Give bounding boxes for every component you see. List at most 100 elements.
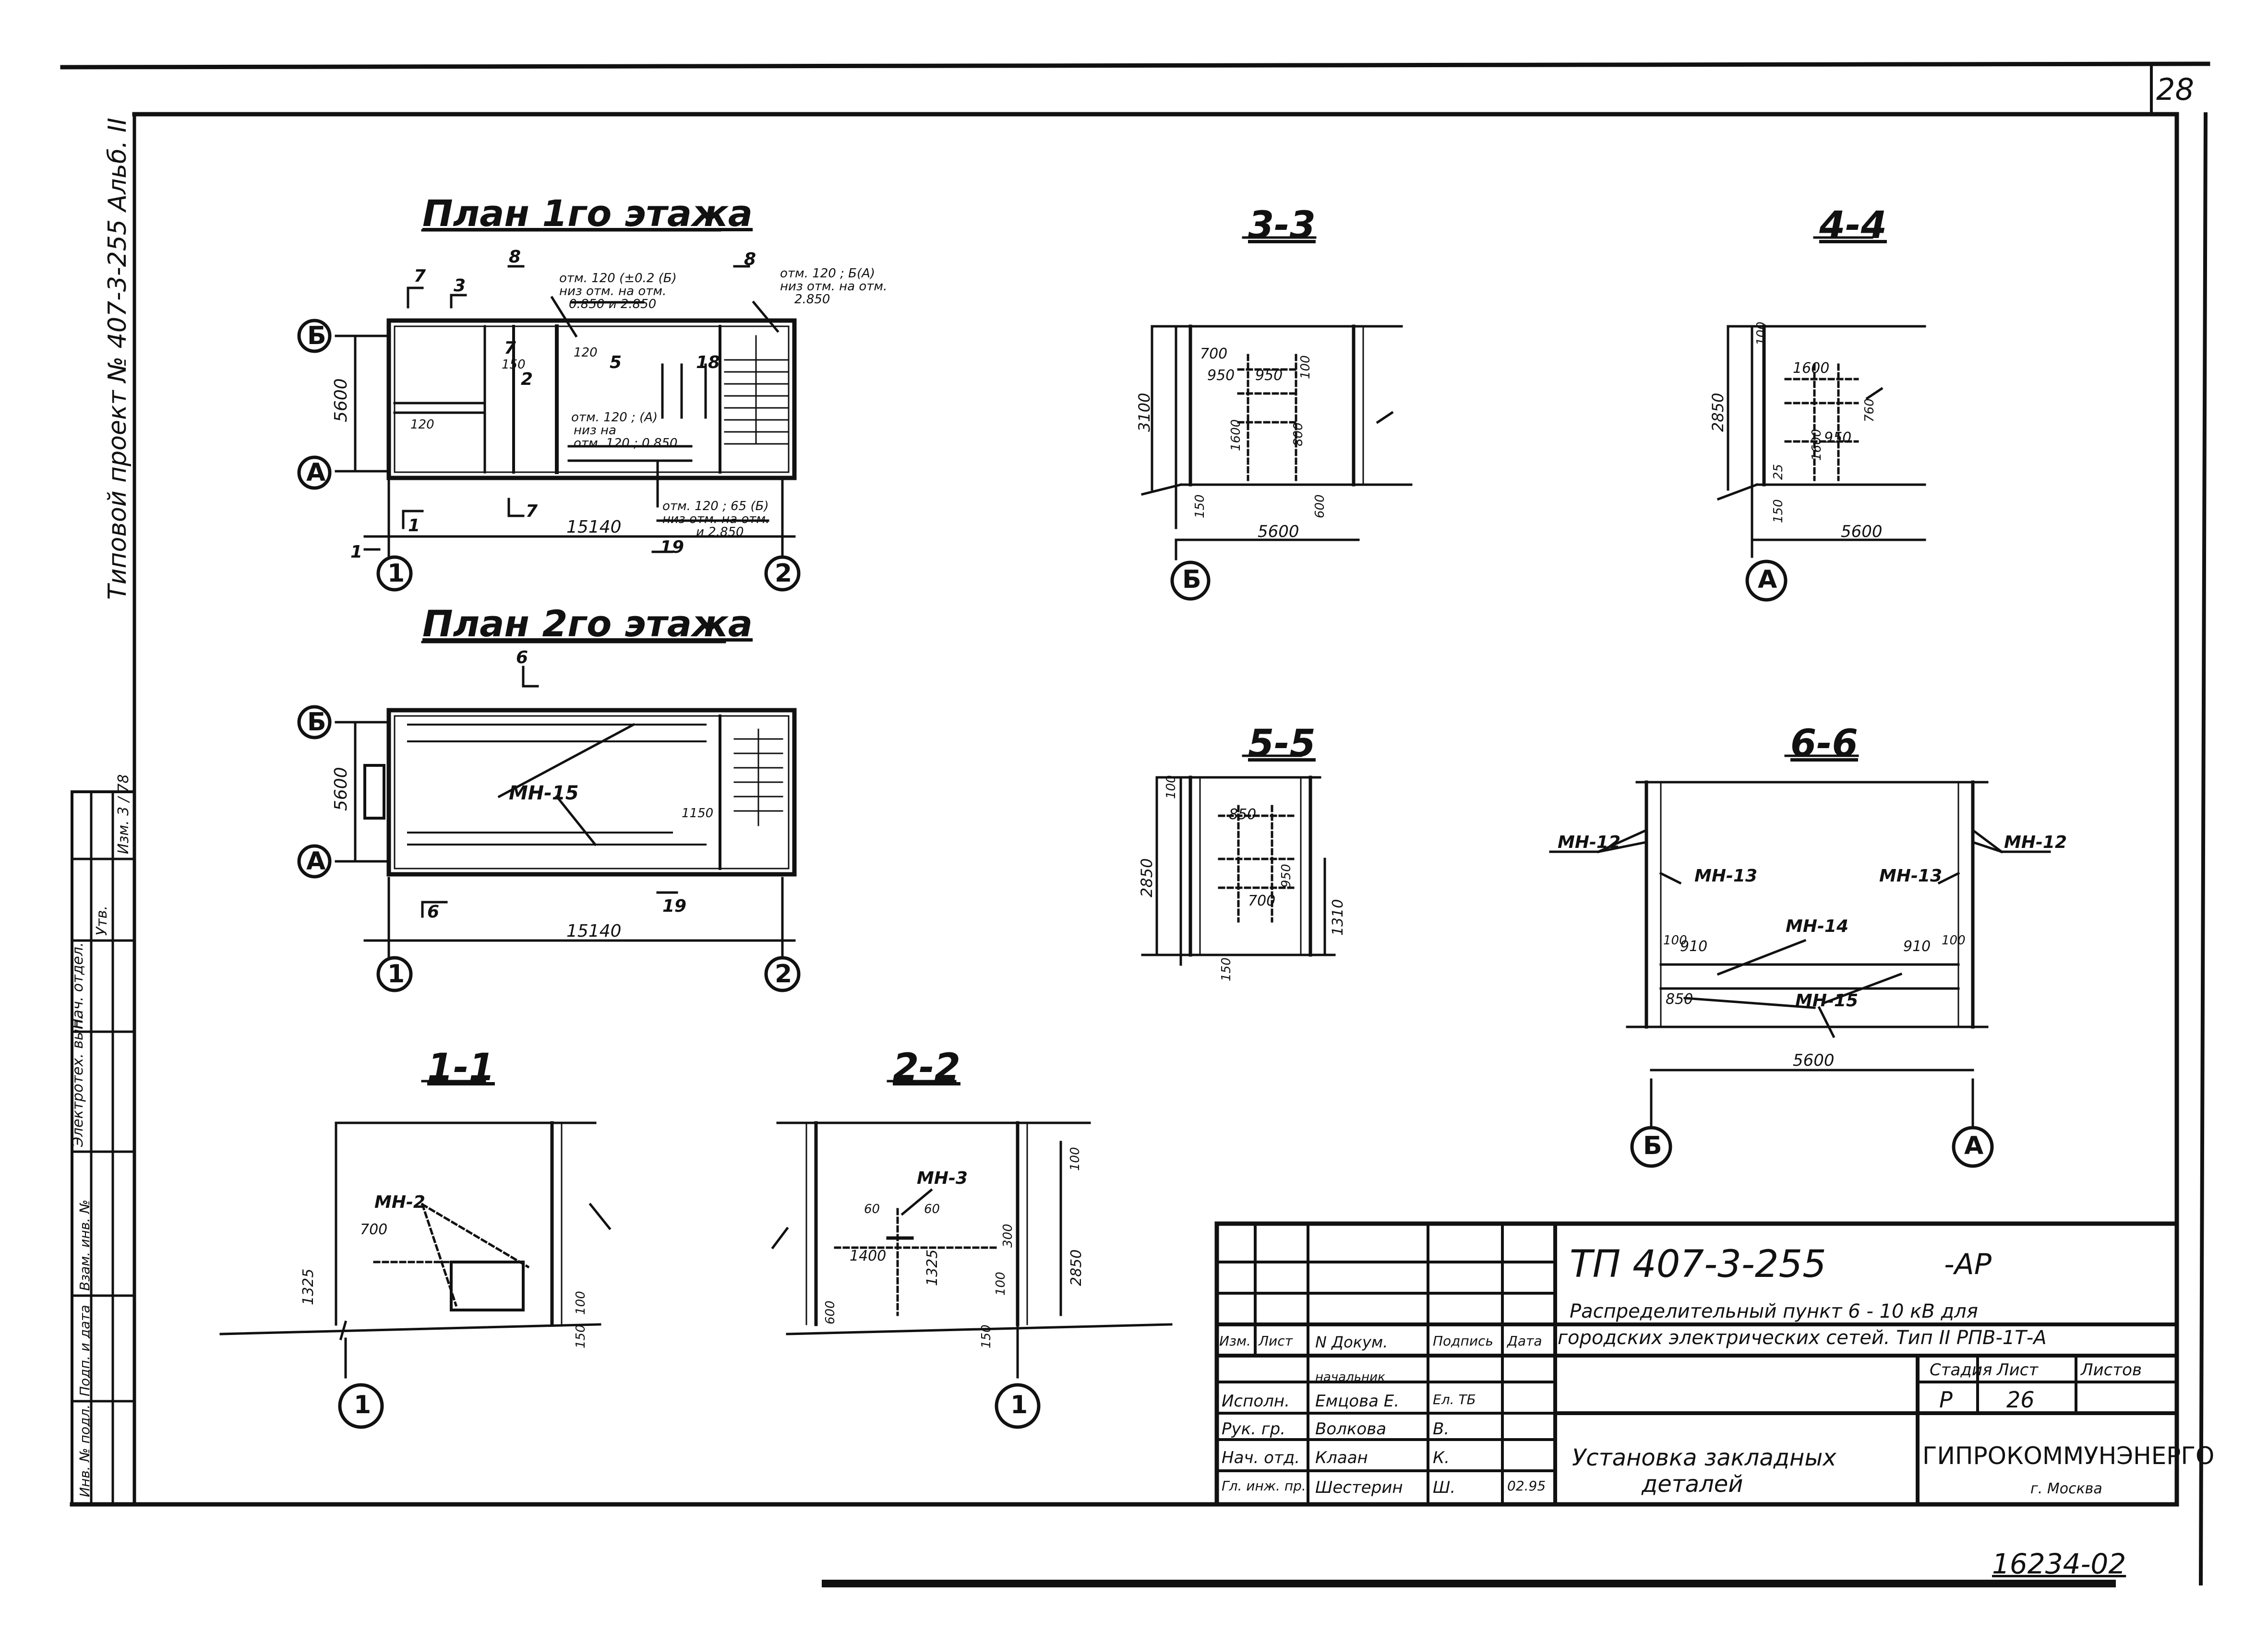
plan2-axis-a: А [306, 847, 326, 876]
s44-dim-5: 1600 [1810, 429, 1824, 461]
doc-code: ТП 407-3-255 [1570, 1243, 1826, 1286]
s66-dim-4: 850 [1666, 991, 1693, 1008]
s22-dim-2: 600 [823, 1300, 838, 1324]
name-1: Емцова Е. [1315, 1392, 1400, 1411]
plan1-note-12: и 2.850 [696, 525, 744, 539]
s11-dim-2: 1325 [300, 1268, 317, 1305]
s22-dim-1: 1400 [850, 1248, 887, 1264]
plan1-mark-10: 7 [504, 338, 516, 358]
col-date: Дата [1507, 1333, 1542, 1349]
s33-dim-2: 700 [1200, 345, 1228, 362]
s66-axis-a: А [1964, 1132, 1984, 1160]
plan1-dim-height: 5600 [331, 378, 351, 422]
section-6-6-title: 6-6 [1790, 722, 1858, 765]
s33-dim-width: 5600 [1258, 522, 1299, 541]
s55-dim-6: 100 [1164, 775, 1178, 799]
stage-label: Стадия [1930, 1360, 1992, 1380]
s55-dim-4: 700 [1248, 893, 1276, 909]
section-2-2-title: 2-2 [893, 1046, 960, 1089]
drawing-title-1: Установка закладных [1572, 1444, 1836, 1471]
plan1-mark-7: 1 [408, 516, 420, 536]
section-6-6 [1549, 754, 2051, 1129]
s55-dim-5: 1310 [1330, 899, 1346, 936]
s44-dim-3: 760 [1862, 398, 1877, 422]
s22-dim-4: 100 [994, 1272, 1008, 1296]
side-stamp-1: Инв. № подл. [77, 1404, 93, 1497]
outer-right-line [2198, 112, 2208, 1586]
side-stamp-box [71, 790, 136, 1506]
plan2-axis-b: Б [307, 708, 326, 737]
plan-2-floor [335, 641, 797, 959]
axis-bubbles [297, 319, 1994, 1429]
plan1-axis-b: Б [307, 322, 326, 350]
s66-axis-b: Б [1643, 1132, 1662, 1160]
s33-dim-4: 950 [1255, 367, 1283, 384]
drawing-title-2: деталей [1642, 1471, 1743, 1498]
section-2-2 [771, 1080, 1173, 1379]
s44-dim-height: 2850 [1709, 393, 1727, 432]
plan1-mark-1: 7 [414, 266, 426, 286]
plan1-dim-3: 120 [410, 417, 434, 432]
s11-dim-1: 700 [360, 1221, 388, 1238]
s22-dim-8: 60 [924, 1202, 940, 1216]
s22-dim-10: 100 [1068, 1147, 1082, 1171]
org-city: г. Москва [2030, 1480, 2102, 1497]
s33-dim-7: 800 [1291, 422, 1306, 446]
plan-1-floor [335, 229, 797, 558]
plan2-tag: МН-15 [509, 782, 579, 804]
side-stamp-3: Взам. инв. № [77, 1199, 93, 1291]
side-stamp-value-1: Электротех. вып. [70, 1015, 86, 1147]
s11-dim-3: 150 [574, 1324, 588, 1348]
sign-4: Ш. [1433, 1478, 1456, 1497]
sheet-label: Лист [1997, 1360, 2039, 1380]
s22-dim-9: 300 [1001, 1224, 1015, 1248]
s11-axis: 1 [354, 1391, 372, 1419]
s22-tag: МН-3 [917, 1168, 968, 1188]
project-line-2: городских электрических сетей. Тип II РП… [1558, 1327, 2047, 1349]
stage-value: Р [1939, 1387, 1953, 1413]
section-5-5 [1141, 754, 1336, 966]
org-name: ГИПРОКОММУНЭНЕРГО [1922, 1442, 2215, 1470]
s44-dim-width: 5600 [1841, 522, 1883, 541]
plan1-mark-3: 8 [509, 247, 521, 267]
s55-dim-7: 150 [1219, 957, 1234, 981]
s55-dim-3: 950 [1279, 864, 1294, 888]
plan1-note-8: низ на [574, 423, 616, 438]
s33-dim-5: 100 [1298, 355, 1313, 379]
section-3-3-title: 3-3 [1248, 204, 1316, 247]
col-sign: Подпись [1433, 1333, 1493, 1349]
small-name: начальник [1315, 1370, 1385, 1384]
role-2: Рук. гр. [1222, 1419, 1286, 1439]
s66-tag-3: МН-14 [1786, 917, 1848, 936]
plan2-dim-length: 15140 [566, 921, 622, 941]
s33-dim-6: 1600 [1229, 419, 1243, 451]
s66-dim-width: 5600 [1793, 1051, 1835, 1070]
s66-tag-2: МН-13 [1694, 866, 1757, 886]
plan2-mark-1: 6 [516, 648, 528, 667]
s22-dim-5: 150 [979, 1324, 994, 1348]
date-4: 02.95 [1507, 1478, 1546, 1494]
side-stamp-value-4: Изм. 3 / 78 [115, 774, 132, 854]
plan1-note-6: 2.850 [794, 292, 830, 307]
plan1-axis-2: 2 [775, 559, 792, 588]
s66-tag-5: МН-13 [1879, 866, 1942, 886]
plan1-mark-6: 7 [526, 501, 538, 521]
plan2-dim-3: 1150 [682, 806, 714, 821]
role-3: Нач. отд. [1222, 1448, 1300, 1467]
sheet-value: 26 [2006, 1387, 2035, 1413]
sign-3: К. [1433, 1448, 1450, 1467]
sign-2: В. [1433, 1419, 1450, 1439]
section-3-3 [1140, 236, 1413, 560]
plan1-axis-1: 1 [387, 559, 405, 588]
s44-dim-6: 150 [1771, 499, 1786, 523]
plan1-note-5: низ отм. на отм. [780, 279, 888, 294]
s44-dim-2: 1600 [1793, 360, 1830, 377]
s55-dim-height: 2850 [1138, 858, 1156, 897]
col-izm: Изм. [1219, 1333, 1251, 1349]
plan1-note-3: 0.850 и 2.850 [569, 297, 657, 311]
side-stamp-value-2: Нач. отдел. [70, 942, 86, 1029]
s22-dim-6: 2850 [1068, 1249, 1085, 1286]
plan1-mark-2: 3 [454, 276, 466, 296]
side-project-label: Типовой проект № 407-3-255 Альб. II [103, 118, 132, 600]
